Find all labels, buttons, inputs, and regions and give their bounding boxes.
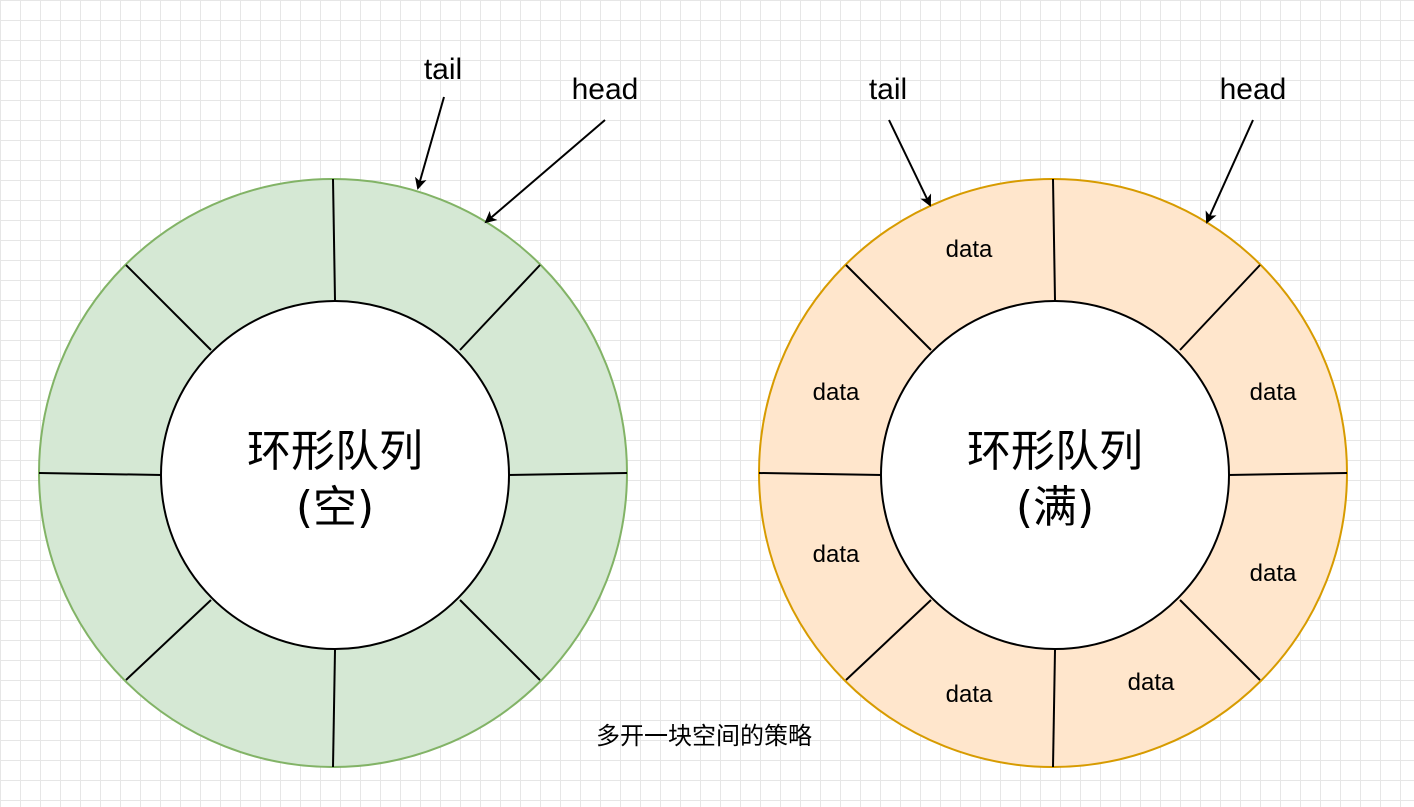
full-slot-data: data (1128, 669, 1175, 696)
empty-ring-subtitle: (空) (296, 482, 374, 533)
full-slot-data: data (946, 681, 993, 708)
empty-ring-divider (125, 599, 212, 681)
empty-tail-label: tail (424, 53, 462, 86)
full-ring-divider (1179, 264, 1261, 351)
full-slot-data: data (813, 379, 860, 406)
full-ring-pointers: tail head (869, 73, 1287, 224)
empty-queue-ring: 环形队列 (空) (38, 178, 628, 768)
full-slot-data: data (1250, 560, 1297, 587)
empty-head-label: head (572, 73, 639, 106)
full-tail-arrow (888, 119, 932, 207)
full-slot-data: data (1250, 379, 1297, 406)
full-head-label: head (1220, 73, 1287, 106)
empty-ring-pointers: tail head (414, 53, 639, 224)
full-queue-ring: data data data data data data data 环形队列 … (758, 178, 1348, 768)
full-head-arrow (1205, 119, 1254, 224)
full-ring-inner (880, 300, 1230, 650)
empty-head-arrow (484, 119, 606, 224)
empty-ring-divider (332, 178, 336, 301)
full-ring-title: 环形队列 (967, 426, 1143, 477)
full-tail-label: tail (869, 73, 907, 106)
full-ring-divider (1052, 178, 1056, 301)
full-ring-divider (1179, 599, 1261, 681)
empty-ring-divider (507, 472, 628, 476)
empty-ring-inner (160, 300, 510, 650)
full-slot-data: data (946, 236, 993, 263)
full-ring-divider (1052, 649, 1056, 768)
full-ring-divider (845, 599, 932, 681)
full-slot-data: data (813, 541, 860, 568)
empty-ring-divider (125, 264, 212, 351)
empty-ring-divider (38, 472, 163, 476)
empty-tail-arrow (414, 96, 445, 190)
empty-ring-divider (459, 264, 541, 351)
diagram-caption: 多开一块空间的策略 (596, 722, 812, 750)
full-ring-subtitle: (满) (1016, 482, 1094, 533)
empty-ring-title: 环形队列 (247, 426, 423, 477)
full-ring-divider (758, 472, 883, 476)
full-ring-divider (845, 264, 932, 351)
empty-ring-divider (459, 599, 541, 681)
empty-ring-divider (332, 649, 336, 768)
full-ring-divider (1227, 472, 1348, 476)
